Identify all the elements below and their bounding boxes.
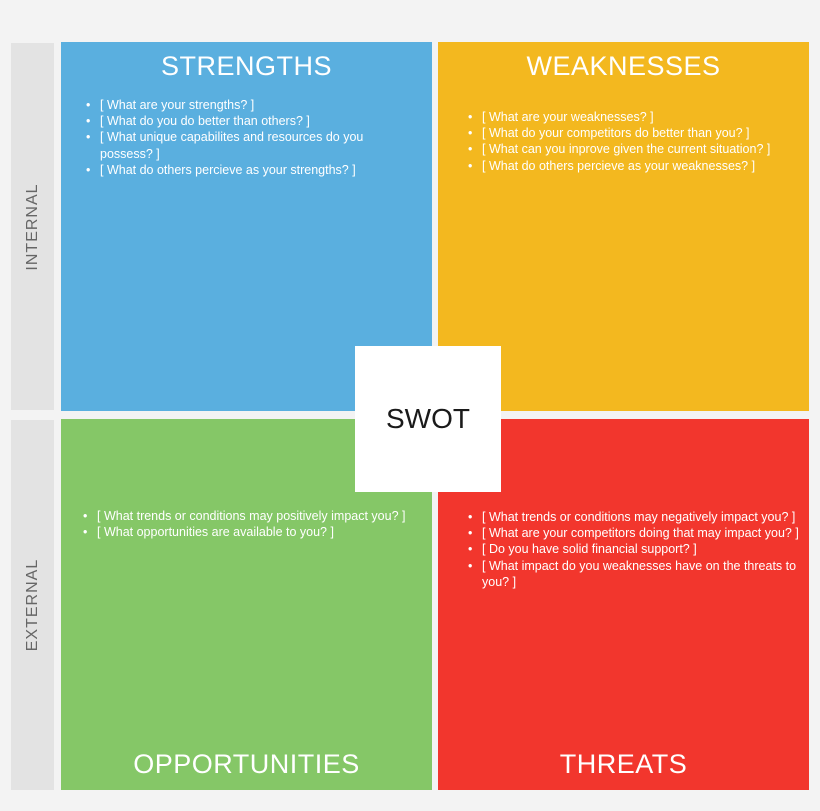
internal-band: INTERNAL: [11, 43, 54, 410]
opportunities-title: OPPORTUNITIES: [133, 749, 360, 779]
strengths-item: [ What do you do better than others? ]: [86, 113, 386, 129]
threats-item: [ What trends or conditions may negative…: [468, 509, 806, 525]
swot-center-box: SWOT: [355, 346, 501, 492]
opportunities-quadrant: [ What trends or conditions may positive…: [61, 419, 432, 790]
threats-item: [ Do you have solid financial support? ]: [468, 541, 806, 557]
weaknesses-title: WEAKNESSES: [526, 51, 721, 81]
external-label: EXTERNAL: [23, 558, 41, 652]
threats-item: [ What impact do you weaknesses have on …: [468, 558, 806, 590]
opportunities-list: [ What trends or conditions may positive…: [83, 508, 428, 541]
weaknesses-item: [ What do your competitors do better tha…: [468, 125, 806, 141]
weaknesses-item: [ What can you inprove given the current…: [468, 141, 806, 157]
strengths-item: [ What are your strengths? ]: [86, 97, 386, 113]
external-band: EXTERNAL: [11, 420, 54, 790]
strengths-item: [ What unique capabilites and resources …: [86, 129, 386, 161]
weaknesses-item: [ What do others percieve as your weakne…: [468, 158, 806, 174]
weaknesses-list: [ What are your weaknesses? ] [ What do …: [468, 109, 806, 174]
strengths-list: [ What are your strengths? ] [ What do y…: [86, 97, 386, 178]
threats-item: [ What are your competitors doing that m…: [468, 525, 806, 541]
weaknesses-item: [ What are your weaknesses? ]: [468, 109, 806, 125]
internal-label: INTERNAL: [23, 182, 41, 271]
strengths-item: [ What do others percieve as your streng…: [86, 162, 386, 178]
strengths-title: STRENGTHS: [160, 51, 332, 81]
strengths-quadrant: STRENGTHS [ What are your strengths? ] […: [61, 42, 432, 411]
threats-list: [ What trends or conditions may negative…: [468, 509, 806, 590]
opportunities-item: [ What opportunities are available to yo…: [83, 524, 428, 540]
threats-title: THREATS: [559, 749, 688, 779]
swot-center-label: SWOT: [386, 403, 470, 434]
opportunities-item: [ What trends or conditions may positive…: [83, 508, 428, 524]
